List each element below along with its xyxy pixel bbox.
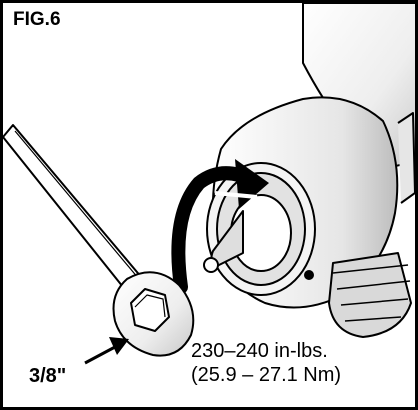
wrench-icon xyxy=(3,124,195,357)
tighten-arrow-icon xyxy=(171,159,269,294)
figure-label: FIG.6 xyxy=(13,9,61,30)
pointer-arrow-icon xyxy=(84,337,129,365)
torque-callout: 230–240 in-lbs. (25.9 – 27.1 Nm) xyxy=(191,339,341,387)
torque-in-lbs: 230–240 in-lbs. xyxy=(191,340,328,362)
torque-nm: (25.9 – 27.1 Nm) xyxy=(191,364,342,386)
wrench-size-callout: 3/8" xyxy=(29,365,67,387)
assembly-illustration xyxy=(3,3,415,365)
